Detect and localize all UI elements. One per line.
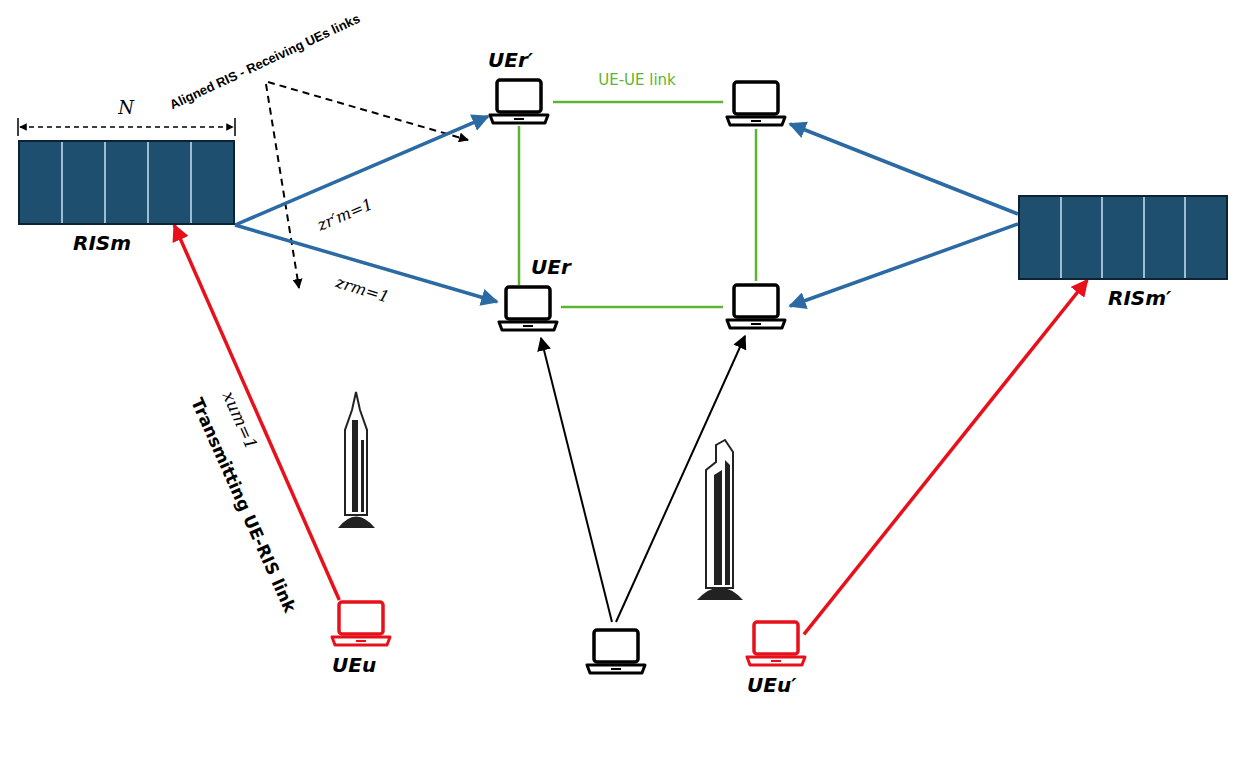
laptop-icon [587, 630, 645, 673]
user-equipment: UEr′ [488, 78, 550, 126]
node-label: UEr′ [488, 49, 533, 72]
laptop-icon [745, 620, 807, 668]
link-caption: UE-UE link [598, 72, 676, 89]
node-label: UEr [531, 256, 571, 279]
link-variable: zrm=1 [333, 274, 391, 307]
ris-panel: RISm [18, 140, 235, 225]
user-equipment: UEu [330, 600, 392, 648]
node-label: UEu′ [747, 674, 796, 697]
dimension-label: N [118, 98, 134, 118]
leader-line [266, 82, 468, 288]
laptop-icon [488, 78, 550, 126]
node-label: RISm′ [1108, 287, 1171, 310]
laptop-icon [497, 285, 559, 333]
ris-ue-link [790, 124, 1018, 306]
ris-panel: RISm′ [1018, 195, 1228, 280]
laptop-icon [727, 285, 785, 328]
callout-text: Aligned RIS - Receiving UEs links [168, 12, 363, 113]
link-connector [804, 280, 1087, 634]
ris-elements [1018, 195, 1228, 280]
laptop-icon [727, 82, 785, 125]
ue-ue-link [553, 102, 756, 307]
link-connector [518, 126, 521, 285]
link-variable: zr′m=1 [315, 195, 376, 234]
ris-elements [18, 140, 235, 225]
user-equipment: UEu′ [745, 620, 807, 668]
laptop-icon [330, 600, 392, 648]
user-equipment: UEr [497, 285, 559, 333]
direct-link [541, 336, 745, 622]
node-label: UEu [332, 654, 376, 677]
dimension-arrow [18, 118, 235, 136]
node-label: RISm [73, 232, 131, 255]
building [338, 392, 743, 600]
